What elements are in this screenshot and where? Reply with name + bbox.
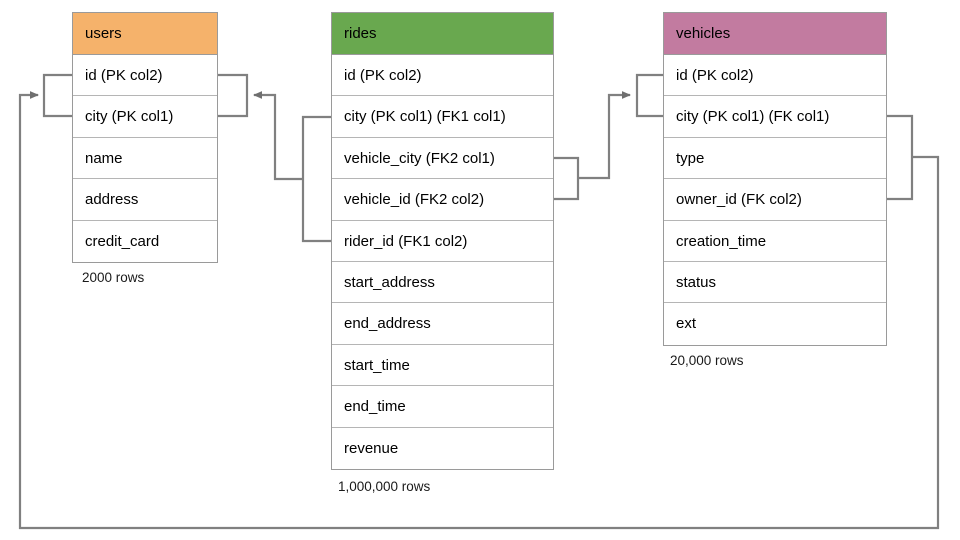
table-vehicles-column-creation-time[interactable]: creation_time: [664, 221, 886, 262]
table-vehicles-column-type[interactable]: type: [664, 138, 886, 180]
table-rides-header: rides: [332, 13, 553, 55]
table-rides-column-end-time[interactable]: end_time: [332, 386, 553, 428]
edge-users-right-bracket: [218, 73, 249, 118]
table-vehicles-row-count: 20,000 rows: [670, 353, 744, 368]
table-users-column-city[interactable]: city (PK col1): [73, 96, 217, 138]
table-rides-column-end-address[interactable]: end_address: [332, 303, 553, 345]
edge-rides-fk2-to-vehicles: [578, 91, 631, 180]
table-rides-column-vehicle-city[interactable]: vehicle_city (FK2 col1): [332, 138, 553, 180]
table-vehicles[interactable]: vehicles id (PK col2) city (PK col1) (FK…: [663, 12, 887, 346]
table-rides-column-start-address[interactable]: start_address: [332, 262, 553, 304]
edge-rides-fk2-bracket: [554, 156, 580, 201]
edge-vehicles-left-bracket: [635, 73, 663, 118]
edge-users-left-bracket: [42, 73, 72, 118]
table-rides[interactable]: rides id (PK col2) city (PK col1) (FK1 c…: [331, 12, 554, 470]
table-vehicles-column-status[interactable]: status: [664, 262, 886, 304]
table-vehicles-header: vehicles: [664, 13, 886, 55]
table-rides-row-count: 1,000,000 rows: [338, 479, 431, 494]
edge-rides-fk1-to-users: [253, 91, 303, 181]
table-vehicles-column-city[interactable]: city (PK col1) (FK col1): [664, 96, 886, 138]
table-rides-column-city[interactable]: city (PK col1) (FK1 col1): [332, 96, 553, 138]
table-users-row-count: 2000 rows: [82, 270, 145, 285]
table-users-column-address[interactable]: address: [73, 179, 217, 221]
edge-rides-fk1-bracket: [301, 115, 331, 243]
table-users-column-name[interactable]: name: [73, 138, 217, 180]
table-rides-column-vehicle-id[interactable]: vehicle_id (FK2 col2): [332, 179, 553, 221]
table-rides-column-revenue[interactable]: revenue: [344, 439, 399, 457]
table-vehicles-column-owner-id[interactable]: owner_id (FK col2): [664, 179, 886, 221]
table-users[interactable]: users id (PK col2) city (PK col1) name a…: [72, 12, 218, 263]
table-users-column-credit-card[interactable]: credit_card: [85, 232, 160, 250]
table-users-header: users: [73, 13, 217, 55]
table-vehicles-column-id[interactable]: id (PK col2): [664, 55, 886, 97]
table-rides-column-rider-id[interactable]: rider_id (FK1 col2): [332, 221, 553, 262]
table-users-column-id[interactable]: id (PK col2): [73, 55, 217, 97]
edge-vehicles-fk-bracket: [887, 114, 914, 201]
table-vehicles-column-ext[interactable]: ext: [676, 315, 697, 333]
table-rides-column-start-time[interactable]: start_time: [332, 345, 553, 387]
table-rides-column-id[interactable]: id (PK col2): [332, 55, 553, 97]
